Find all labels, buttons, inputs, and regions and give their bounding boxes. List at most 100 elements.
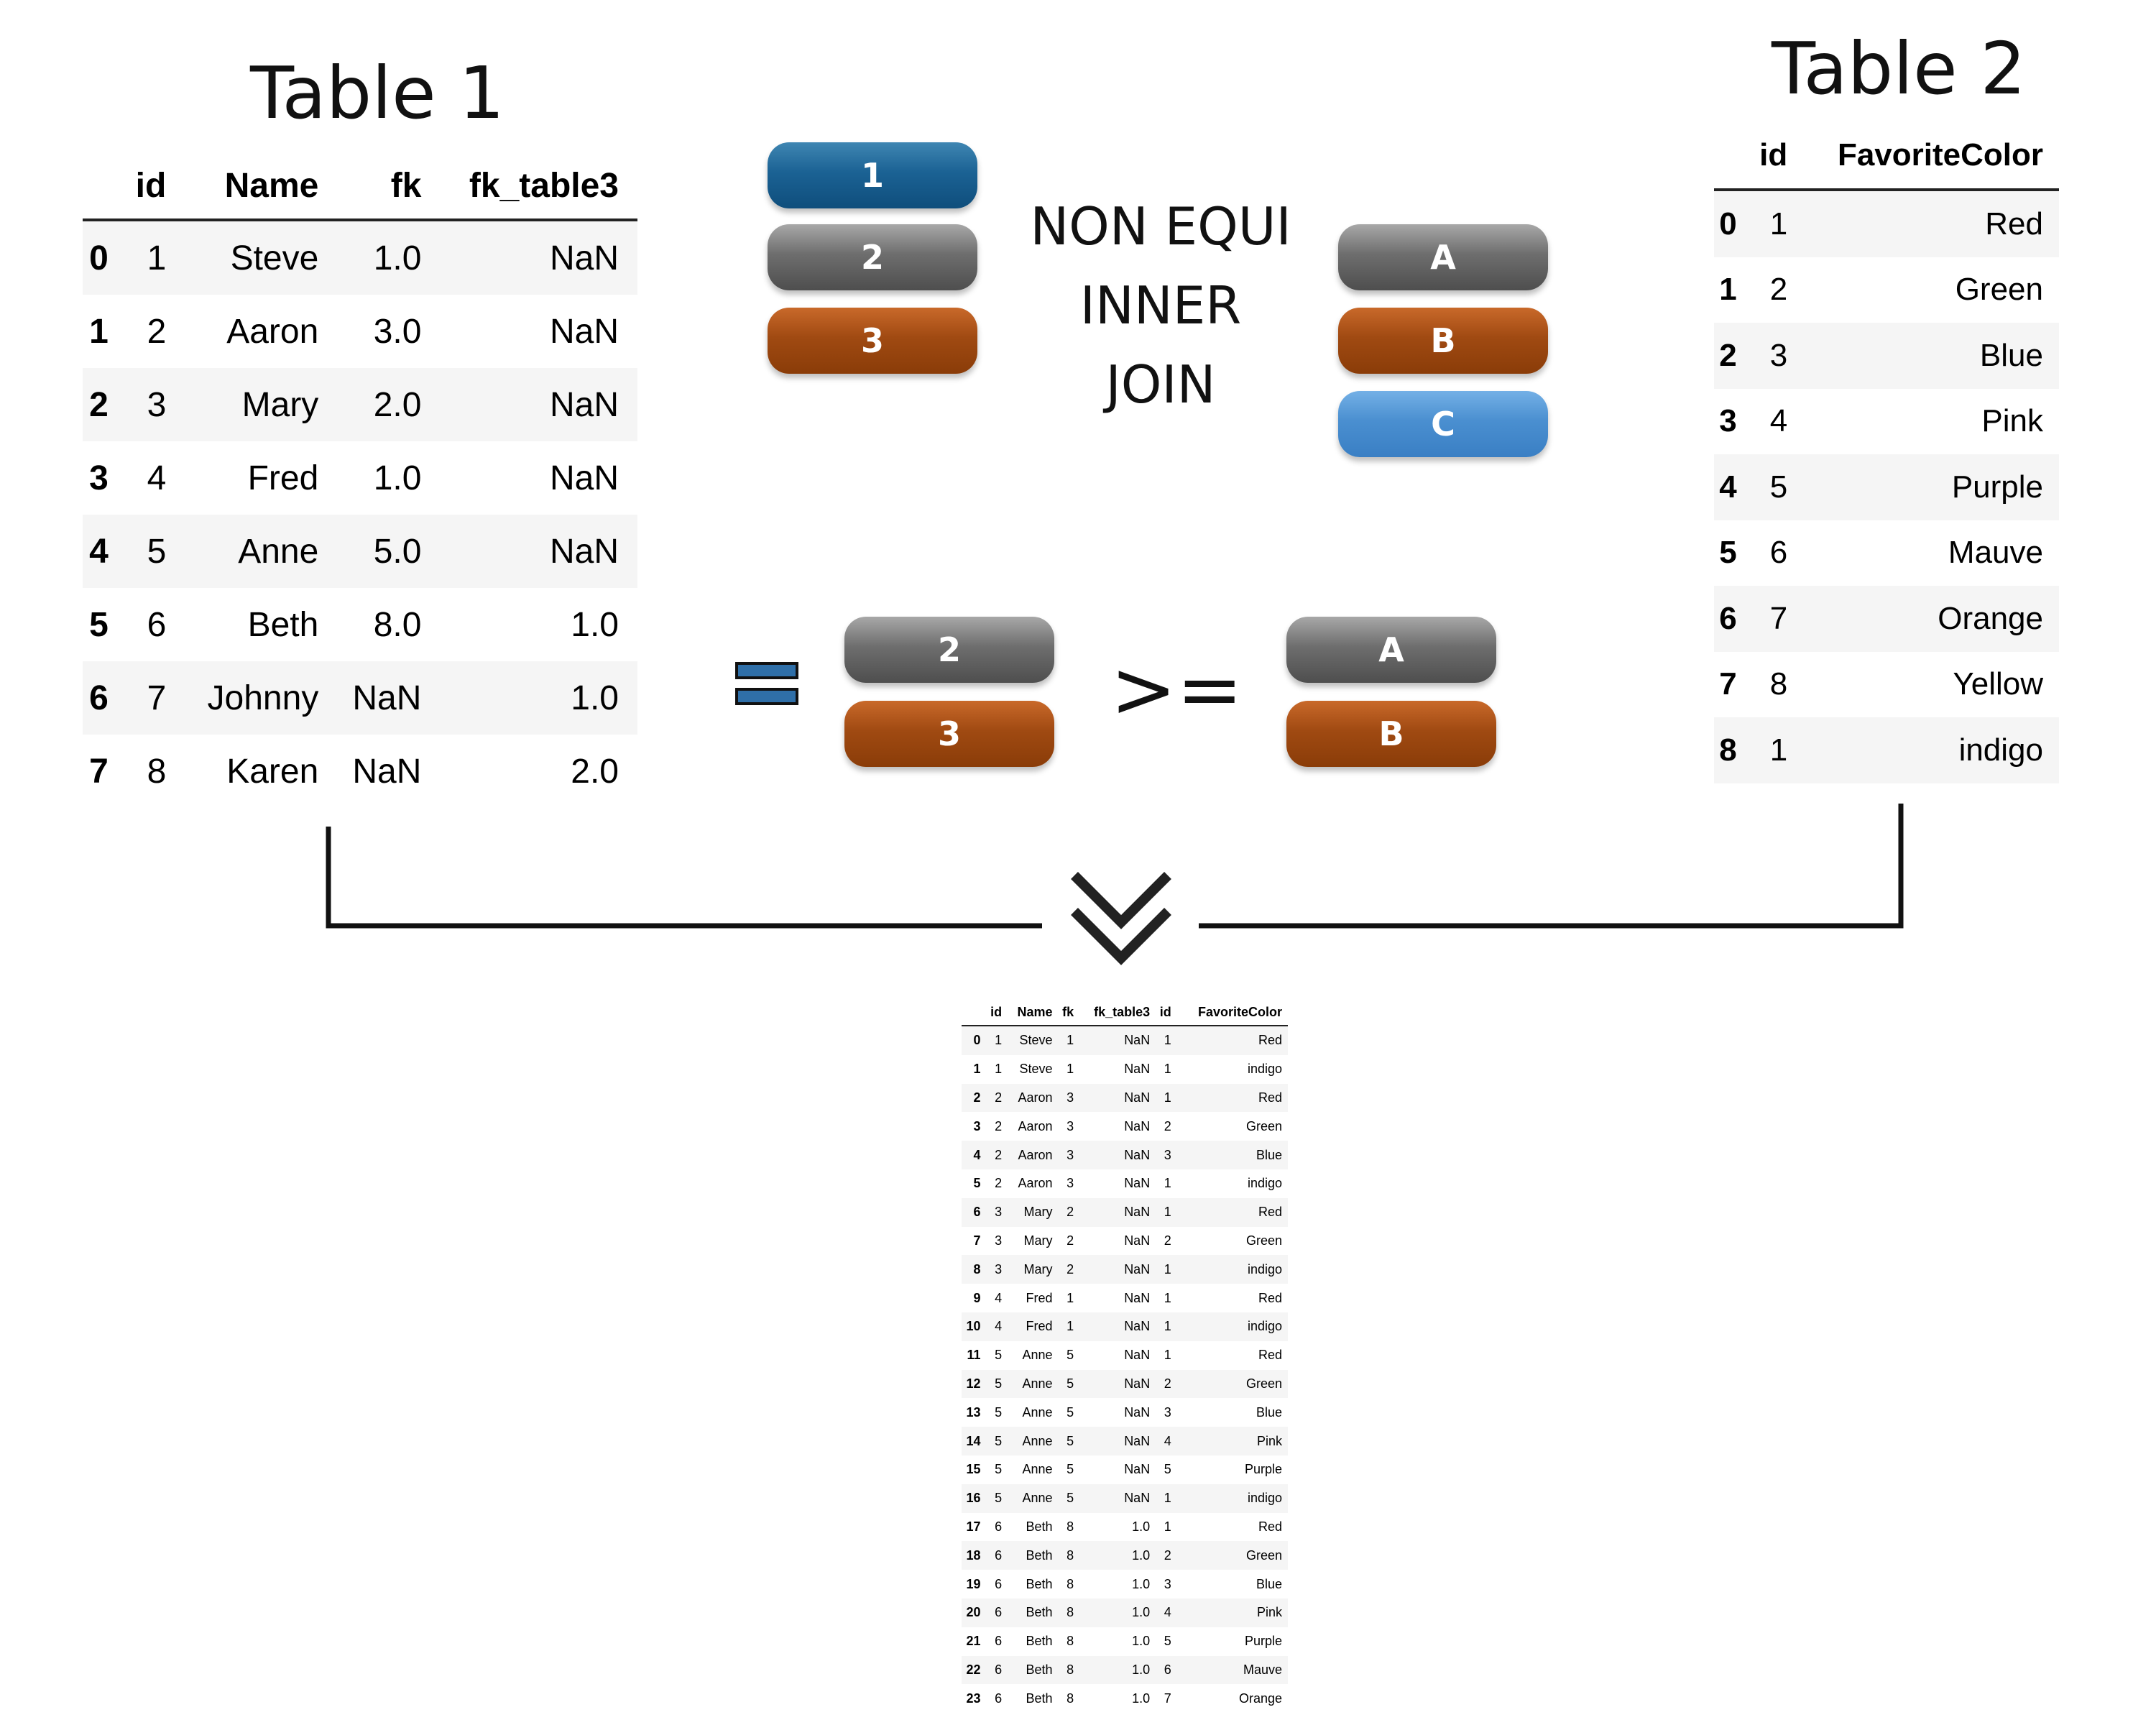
table1-cell: 2.0 (373, 385, 422, 424)
result-cell: Mauve (1243, 1662, 1282, 1677)
result-cell: Red (1258, 1290, 1282, 1305)
table1-cell: Fred (247, 459, 319, 497)
result-cell: 5 (995, 1376, 1003, 1391)
pill-cond-right-a: A (1286, 617, 1496, 683)
result-cell: 5 (1067, 1462, 1074, 1477)
result-cell: 5 (995, 1404, 1003, 1420)
table2-cell: 2 (1769, 272, 1788, 308)
table1-col-header: Name (224, 166, 319, 205)
result-cell: 1 (995, 1062, 1003, 1077)
table1-row-index: 0 (89, 239, 109, 277)
result-cell: Pink (1256, 1433, 1282, 1448)
result-cell: Green (1245, 1547, 1282, 1563)
table2-col-header: id (1759, 137, 1788, 172)
result-col-header: fk (1062, 1004, 1074, 1019)
table1-cell: NaN (549, 312, 619, 351)
result-cell: Mary (1023, 1205, 1053, 1220)
result-cell: 5 (1067, 1376, 1074, 1391)
table2-cell: Red (1985, 206, 2043, 242)
result-cell: 2 (995, 1090, 1003, 1105)
result-cell: 1 (1164, 1491, 1171, 1506)
result-cell: Aaron (1018, 1090, 1053, 1105)
pill-left-1: 1 (768, 142, 977, 208)
table2-row-index: 6 (1719, 600, 1737, 636)
result-cell: 3 (1067, 1118, 1074, 1133)
result-cell: Red (1258, 1205, 1282, 1220)
result-row-index: 16 (966, 1491, 981, 1506)
result-row-index: 20 (966, 1605, 981, 1620)
result-cell: 2 (1067, 1261, 1074, 1276)
result-cell: Beth (1026, 1690, 1053, 1706)
result-cell: Green (1245, 1118, 1282, 1133)
result-cell: 5 (1164, 1462, 1171, 1477)
result-cell: NaN (1124, 1433, 1151, 1448)
result-cell: 8 (1067, 1662, 1074, 1677)
result-cell: 4 (995, 1319, 1003, 1334)
result-cell: 2 (1164, 1547, 1171, 1563)
result-cell: Anne (1022, 1462, 1053, 1477)
result-cell: NaN (1124, 1376, 1151, 1391)
table2-row-index: 5 (1719, 535, 1737, 571)
result-cell: Mary (1023, 1261, 1053, 1276)
table2-cell: indigo (1958, 732, 2043, 768)
result-cell: 1.0 (1132, 1519, 1151, 1534)
result-cell: Steve (1019, 1062, 1053, 1077)
table2-cell: Mauve (1948, 535, 2043, 571)
result-cell: 3 (1164, 1147, 1171, 1162)
table1-cell: 8.0 (373, 605, 422, 644)
result-cell: Anne (1022, 1433, 1053, 1448)
table1-cell: 1.0 (373, 239, 422, 277)
table1-cell: 2 (147, 312, 167, 351)
result-cell: Red (1258, 1090, 1282, 1105)
result-cell: 5 (1067, 1491, 1074, 1506)
result-cell: 8 (1067, 1605, 1074, 1620)
result-cell: NaN (1124, 1147, 1151, 1162)
result-cell: 3 (1067, 1147, 1074, 1162)
result-row-index: 10 (966, 1319, 981, 1334)
result-cell: Aaron (1018, 1147, 1053, 1162)
table1-cell: 1.0 (373, 459, 422, 497)
table2-title: Table 2 (1772, 27, 2027, 111)
result-cell: 1 (1164, 1290, 1171, 1305)
result-cell: Red (1258, 1519, 1282, 1534)
result-cell: NaN (1124, 1062, 1151, 1077)
result-row-index: 23 (966, 1690, 981, 1706)
table1-row-index: 3 (89, 459, 109, 497)
result-cell: Anne (1022, 1404, 1053, 1420)
table1-cell: 3.0 (373, 312, 422, 351)
result-cell: 3 (995, 1205, 1003, 1220)
result-cell: 2 (1164, 1233, 1171, 1248)
result-cell: Aaron (1018, 1118, 1053, 1133)
table1-cell: NaN (549, 532, 619, 571)
pill-cond-left-3: 3 (844, 701, 1054, 767)
table2-row-index: 3 (1719, 403, 1737, 439)
table2-row-index: 4 (1719, 469, 1737, 505)
table1-cell: 8 (147, 752, 167, 791)
result-cell: Beth (1026, 1634, 1053, 1649)
result-cell: Beth (1026, 1547, 1053, 1563)
result-row-index: 1 (973, 1062, 981, 1077)
pill-right-b: B (1338, 308, 1548, 374)
result-cell: 1 (1164, 1319, 1171, 1334)
result-cell: 1 (1067, 1062, 1074, 1077)
